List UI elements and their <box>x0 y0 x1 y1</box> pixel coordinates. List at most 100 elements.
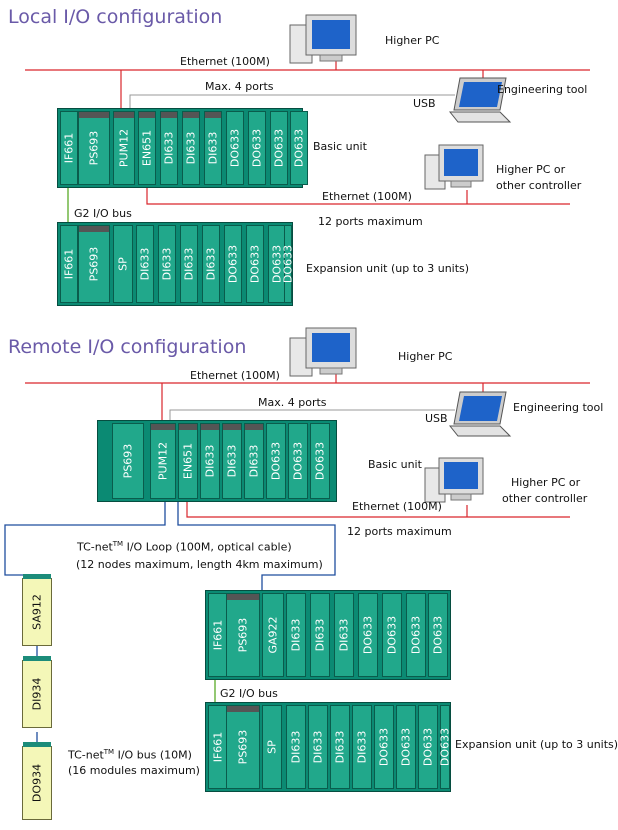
module-do633: DO633 <box>266 423 286 499</box>
module-label: DI633 <box>333 730 347 764</box>
module-label: EN651 <box>181 442 195 480</box>
module-di633: DI633 <box>136 225 154 303</box>
module-label: DO633 <box>272 128 286 168</box>
module-pum12: PUM12 <box>150 423 176 499</box>
module-en651: EN651 <box>178 423 198 499</box>
other-controller-label: other controller <box>502 492 588 505</box>
module-cap <box>23 742 51 747</box>
module-header-strip <box>79 226 109 232</box>
wiring <box>4 14 590 746</box>
expansion-unit-label: Expansion unit (up to 3 units) <box>455 738 618 751</box>
ethernet-label-bottom: Ethernet (100M) <box>352 500 442 513</box>
module-ga922: GA922 <box>262 593 284 677</box>
module-sp: SP <box>262 705 282 789</box>
engineering-tool-label: Engineering tool <box>513 401 604 414</box>
tcnet-loop-left <box>4 500 166 576</box>
module-label: IF661 <box>211 619 225 651</box>
usb-label: USB <box>413 97 436 110</box>
ethernet-line-remote-bottom <box>186 500 570 518</box>
module-label: SP <box>116 257 130 271</box>
module-label: DO633 <box>431 615 445 655</box>
module-header-strip <box>245 424 263 430</box>
module-do633: DO633 <box>224 225 242 303</box>
basic-unit-label: Basic unit <box>313 140 367 153</box>
module-di633: DI633 <box>200 423 220 499</box>
tcnet-loop-right <box>177 500 336 590</box>
module-label: DO633 <box>226 244 240 284</box>
module-label: DI633 <box>162 131 176 165</box>
ethernet-label-top: Ethernet (100M) <box>180 55 270 68</box>
module-label: DI633 <box>182 247 196 281</box>
ethernet-line-local-bottom <box>146 185 570 205</box>
module-ps693: PS693 <box>112 423 144 499</box>
basic-unit-label: Basic unit <box>368 458 422 471</box>
module-label: DI633 <box>247 444 261 478</box>
module-di633: DI633 <box>286 705 306 789</box>
module-do633: DO633 <box>270 111 288 185</box>
module-label: PS693 <box>121 443 135 479</box>
desktop-pc-icon <box>289 327 357 377</box>
module-label: DO633 <box>361 615 375 655</box>
module-di633: DI633 <box>352 705 372 789</box>
module-sp: SP <box>113 225 133 303</box>
module-do633: DO633 <box>439 705 452 789</box>
tcnet-module-do934: DO934 <box>22 742 52 820</box>
module-cap <box>23 656 51 661</box>
module-label: DO633 <box>269 441 283 481</box>
module-if661: IF661 <box>208 593 228 677</box>
module-label: DO633 <box>421 727 435 767</box>
module-di633: DI633 <box>334 593 354 677</box>
module-do633: DO633 <box>282 225 295 303</box>
module-label: DO633 <box>228 128 242 168</box>
tcnet-loop-limits-label: (12 nodes maximum, length 4km maximum) <box>76 558 323 571</box>
module-label: PS693 <box>236 729 250 765</box>
module-label: EN651 <box>140 129 154 167</box>
module-label: SP <box>265 740 279 754</box>
tcnet-loop-label: TC-netTM I/O Loop (100M, optical cable) <box>77 540 292 554</box>
module-label: DI934 <box>30 677 44 711</box>
module-do633: DO633 <box>418 705 438 789</box>
module-label: PS693 <box>87 130 101 166</box>
module-label: PUM12 <box>117 128 131 168</box>
ports12-label: 12 ports maximum <box>347 525 452 538</box>
basic-unit-rack: IF661 PS693 PUM12 EN651 DI633 DI633 DI633 DO633… <box>57 108 308 188</box>
tcnet-bus-limits-label: (16 modules maximum) <box>68 764 200 777</box>
module-label: DO633 <box>292 128 306 168</box>
module-do633: DO633 <box>290 111 308 185</box>
module-di633: DI633 <box>182 111 200 185</box>
module-label: DI633 <box>204 247 218 281</box>
module-header-strip <box>161 112 177 118</box>
module-label: GA922 <box>266 616 280 654</box>
module-label: DI633 <box>203 444 217 478</box>
tcnet-module-sa912: SA912 <box>22 574 52 646</box>
module-do633: DO633 <box>288 423 308 499</box>
laptop-icon <box>448 77 512 123</box>
usb-label: USB <box>425 412 448 425</box>
module-di633: DI633 <box>330 705 350 789</box>
module-do633: DO633 <box>406 593 426 677</box>
module-header-strip <box>151 424 175 430</box>
module-di633: DI633 <box>308 705 328 789</box>
module-label: PS693 <box>87 246 101 282</box>
module-label: DO633 <box>377 727 391 767</box>
module-label: DO633 <box>385 615 399 655</box>
module-do633: DO633 <box>382 593 402 677</box>
higher-pc-or-label: Higher PC or <box>511 476 581 489</box>
expansion-unit-label: Expansion unit (up to 3 units) <box>306 262 470 275</box>
engineering-tool-label: Engineering tool <box>497 83 588 96</box>
module-en651: EN651 <box>138 111 156 185</box>
module-label: DI633 <box>225 444 239 478</box>
module-label: IF661 <box>62 248 76 280</box>
module-label: IF661 <box>62 132 76 164</box>
ethernet-label-top: Ethernet (100M) <box>190 369 280 382</box>
module-ps693: PS693 <box>78 225 110 303</box>
module-header-strip <box>227 706 259 712</box>
basic-unit-rack: PS693 PUM12 EN651 DI633 DI633 DI633 DO633 DO633… <box>97 420 337 502</box>
other-controller-label: other controller <box>496 179 582 192</box>
module-di633: DI633 <box>158 225 176 303</box>
module-label: DI633 <box>206 131 220 165</box>
desktop-pc-icon <box>424 457 484 503</box>
module-header-strip <box>227 594 259 600</box>
